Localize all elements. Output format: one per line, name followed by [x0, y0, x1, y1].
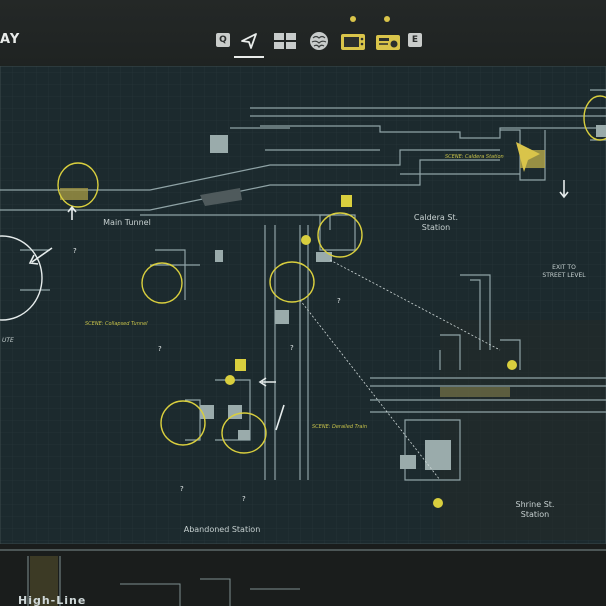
unknown-marker[interactable]: ? — [242, 495, 246, 503]
lower-map-sheet — [0, 544, 606, 606]
label-route-fragment: UTE — [2, 337, 14, 344]
radio-icon — [376, 35, 400, 50]
scene-caldera-station: SCENE: Caldera Station — [445, 154, 504, 160]
tv-tab[interactable] — [338, 26, 368, 56]
unknown-marker[interactable]: ? — [158, 345, 162, 353]
key-prompt-e[interactable]: E — [408, 33, 422, 47]
label-high-line: High-Line — [18, 594, 87, 606]
map-drawing — [0, 66, 606, 544]
unknown-marker[interactable]: ? — [73, 247, 77, 255]
scene-derailed-train: SCENE: Derailed Train — [312, 424, 368, 430]
tv-icon — [341, 34, 365, 50]
grid-icon — [274, 33, 296, 49]
key-prompt-q[interactable]: Q — [216, 33, 230, 47]
menu-title: AY — [0, 32, 21, 47]
tv-notification-dot — [350, 16, 356, 22]
unknown-marker[interactable]: ? — [337, 297, 341, 305]
brain-tab[interactable] — [304, 26, 334, 56]
grid-tab[interactable] — [270, 26, 300, 56]
radio-tab[interactable] — [373, 26, 403, 56]
unknown-marker[interactable]: ? — [180, 485, 184, 493]
brain-icon — [310, 32, 328, 50]
top-menu-bar: AY Q — [0, 0, 606, 64]
unknown-marker[interactable]: ? — [290, 344, 294, 352]
scene-collapsed-tunnel: SCENE: Collapsed Tunnel — [85, 321, 148, 327]
radio-notification-dot — [384, 16, 390, 22]
label-abandoned-station: Abandoned Station — [183, 525, 261, 534]
label-caldera-st-line1: Caldera St. — [413, 213, 459, 222]
navigation-tab[interactable] — [234, 26, 264, 58]
label-shrine-st-line1: Shrine St. — [515, 500, 555, 509]
label-shrine-st-line2: Station — [520, 510, 550, 519]
subway-map[interactable]: Main Tunnel Caldera St. Station EXIT TO … — [0, 66, 606, 544]
label-exit-line1: EXIT TO — [552, 264, 576, 271]
label-main-tunnel: Main Tunnel — [103, 218, 151, 227]
navigation-arrow-icon — [241, 33, 257, 49]
label-exit-line2: STREET LEVEL — [542, 272, 586, 279]
label-caldera-st-line2: Station — [421, 223, 451, 232]
